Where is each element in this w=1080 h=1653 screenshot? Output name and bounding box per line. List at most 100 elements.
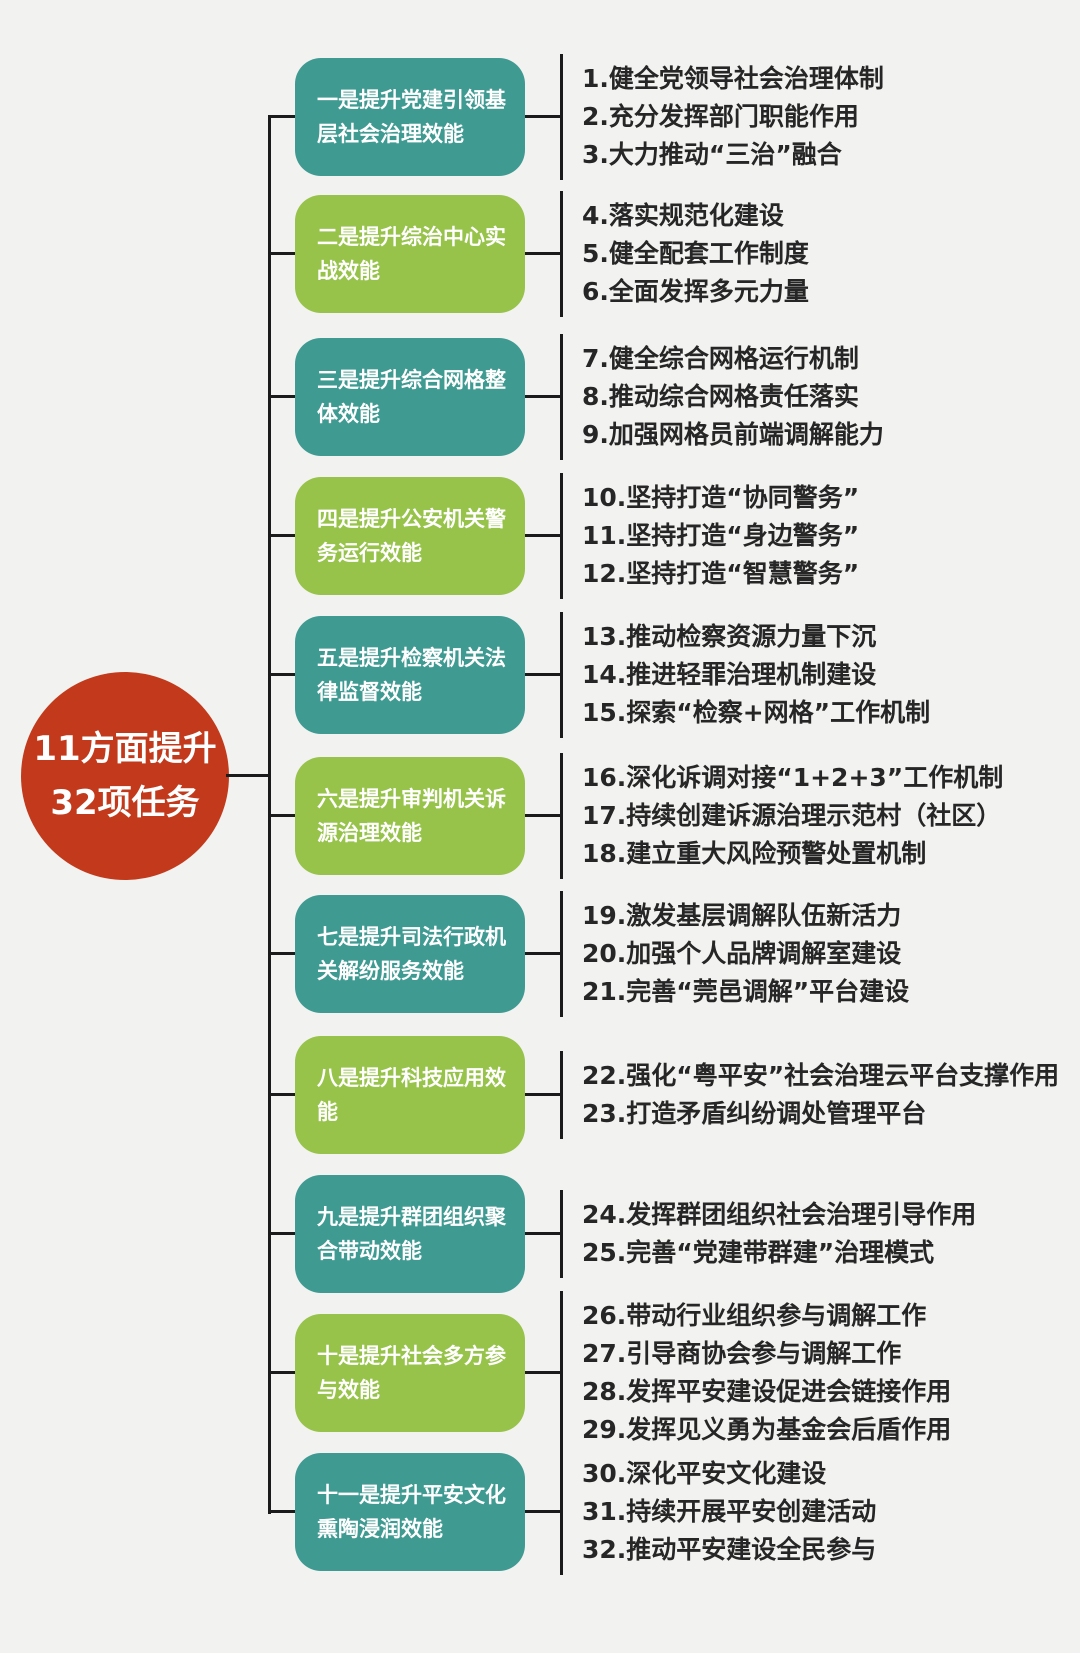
node-to-tasks-line bbox=[525, 534, 560, 537]
task-item: 3.大力推动“三治”融合 bbox=[582, 140, 842, 169]
root-label-line1: 11方面提升 bbox=[33, 728, 217, 769]
node-to-tasks-line bbox=[525, 952, 560, 955]
node-to-tasks-line bbox=[525, 673, 560, 676]
node-to-tasks-line bbox=[525, 1510, 560, 1513]
task-item: 5.健全配套工作制度 bbox=[582, 239, 809, 268]
branch-connector-line bbox=[268, 1232, 297, 1235]
task-list: 19.激发基层调解队伍新活力 20.加强个人品牌调解室建设 21.完善“莞邑调解… bbox=[582, 897, 909, 1011]
tasks-bracket-line bbox=[560, 891, 563, 1017]
branch-connector-line bbox=[268, 252, 297, 255]
task-list: 22.强化“粤平安”社会治理云平台支撑作用 23.打造矛盾纠纷调处管理平台 bbox=[582, 1057, 1059, 1133]
branch-connector-line bbox=[268, 673, 297, 676]
task-list: 4.落实规范化建设 5.健全配套工作制度 6.全面发挥多元力量 bbox=[582, 197, 809, 311]
branch-label: 八是提升科技应用效能 bbox=[317, 1065, 506, 1124]
tasks-bracket-line bbox=[560, 334, 563, 460]
task-item: 18.建立重大风险预警处置机制 bbox=[582, 839, 927, 868]
branch-node: 七是提升司法行政机关解纷服务效能 bbox=[295, 895, 525, 1013]
node-to-tasks-line bbox=[525, 115, 560, 118]
branch-connector-line bbox=[268, 115, 297, 118]
node-to-tasks-line bbox=[525, 252, 560, 255]
branch-label: 二是提升综治中心实战效能 bbox=[317, 224, 506, 283]
branch-connector-line bbox=[268, 952, 297, 955]
tasks-bracket-line bbox=[560, 1190, 563, 1278]
branch-connector-line bbox=[268, 814, 297, 817]
task-item: 30.深化平安文化建设 bbox=[582, 1459, 827, 1488]
task-item: 29.发挥见义勇为基金会后盾作用 bbox=[582, 1415, 952, 1444]
task-item: 15.探索“检察+网格”工作机制 bbox=[582, 698, 931, 727]
branch-label: 一是提升党建引领基层社会治理效能 bbox=[317, 87, 506, 146]
branch-label: 十一是提升平安文化熏陶浸润效能 bbox=[317, 1482, 506, 1541]
task-item: 26.带动行业组织参与调解工作 bbox=[582, 1301, 927, 1330]
tasks-bracket-line bbox=[560, 473, 563, 599]
branch-connector-line bbox=[268, 1371, 297, 1374]
task-list: 24.发挥群团组织社会治理引导作用 25.完善“党建带群建”治理模式 bbox=[582, 1196, 976, 1272]
node-to-tasks-line bbox=[525, 1093, 560, 1096]
task-item: 6.全面发挥多元力量 bbox=[582, 277, 809, 306]
branch-label: 十是提升社会多方参与效能 bbox=[317, 1343, 506, 1402]
task-item: 4.落实规范化建设 bbox=[582, 201, 784, 230]
branch-node: 九是提升群团组织聚合带动效能 bbox=[295, 1175, 525, 1293]
branch-connector-line bbox=[268, 1093, 297, 1096]
branch-connector-line bbox=[268, 395, 297, 398]
task-item: 23.打造矛盾纠纷调处管理平台 bbox=[582, 1099, 927, 1128]
branch-node: 十是提升社会多方参与效能 bbox=[295, 1314, 525, 1432]
branch-label: 六是提升审判机关诉源治理效能 bbox=[317, 786, 506, 845]
branch-node: 一是提升党建引领基层社会治理效能 bbox=[295, 58, 525, 176]
root-node: 11方面提升 32项任务 bbox=[21, 672, 229, 880]
task-item: 7.健全综合网格运行机制 bbox=[582, 344, 859, 373]
task-item: 27.引导商协会参与调解工作 bbox=[582, 1339, 902, 1368]
branch-node: 十一是提升平安文化熏陶浸润效能 bbox=[295, 1453, 525, 1571]
tasks-bracket-line bbox=[560, 1051, 563, 1139]
task-list: 1.健全党领导社会治理体制 2.充分发挥部门职能作用 3.大力推动“三治”融合 bbox=[582, 60, 884, 174]
task-list: 26.带动行业组织参与调解工作 27.引导商协会参与调解工作 28.发挥平安建设… bbox=[582, 1297, 951, 1449]
root-connector-line bbox=[226, 774, 270, 777]
task-item: 8.推动综合网格责任落实 bbox=[582, 382, 859, 411]
tasks-bracket-line bbox=[560, 54, 563, 180]
task-item: 11.坚持打造“身边警务” bbox=[582, 521, 860, 550]
task-item: 21.完善“莞邑调解”平台建设 bbox=[582, 977, 910, 1006]
tasks-bracket-line bbox=[560, 1449, 563, 1575]
branch-label: 四是提升公安机关警务运行效能 bbox=[317, 506, 506, 565]
tasks-bracket-line bbox=[560, 753, 563, 879]
task-item: 17.持续创建诉源治理示范村（社区） bbox=[582, 801, 1002, 830]
branch-label: 五是提升检察机关法律监督效能 bbox=[317, 645, 506, 704]
task-item: 16.深化诉调对接“1+2+3”工作机制 bbox=[582, 763, 1004, 792]
branch-node: 三是提升综合网格整体效能 bbox=[295, 338, 525, 456]
tasks-bracket-line bbox=[560, 612, 563, 738]
task-item: 25.完善“党建带群建”治理模式 bbox=[582, 1238, 935, 1267]
task-item: 1.健全党领导社会治理体制 bbox=[582, 64, 884, 93]
task-item: 13.推动检察资源力量下沉 bbox=[582, 622, 877, 651]
tasks-bracket-line bbox=[560, 191, 563, 317]
task-item: 24.发挥群团组织社会治理引导作用 bbox=[582, 1200, 977, 1229]
node-to-tasks-line bbox=[525, 814, 560, 817]
task-list: 7.健全综合网格运行机制 8.推动综合网格责任落实 9.加强网格员前端调解能力 bbox=[582, 340, 884, 454]
root-label-line2: 32项任务 bbox=[50, 783, 200, 823]
node-to-tasks-line bbox=[525, 1232, 560, 1235]
task-item: 2.充分发挥部门职能作用 bbox=[582, 102, 859, 131]
task-item: 28.发挥平安建设促进会链接作用 bbox=[582, 1377, 952, 1406]
task-list: 13.推动检察资源力量下沉 14.推进轻罪治理机制建设 15.探索“检察+网格”… bbox=[582, 618, 930, 732]
task-item: 19.激发基层调解队伍新活力 bbox=[582, 901, 902, 930]
branch-label: 三是提升综合网格整体效能 bbox=[317, 367, 506, 426]
branch-node: 五是提升检察机关法律监督效能 bbox=[295, 616, 525, 734]
tasks-bracket-line bbox=[560, 1291, 563, 1455]
task-item: 32.推动平安建设全民参与 bbox=[582, 1535, 877, 1564]
branch-label: 九是提升群团组织聚合带动效能 bbox=[317, 1204, 506, 1263]
task-list: 10.坚持打造“协同警务” 11.坚持打造“身边警务” 12.坚持打造“智慧警务… bbox=[582, 479, 859, 593]
task-item: 9.加强网格员前端调解能力 bbox=[582, 420, 884, 449]
node-to-tasks-line bbox=[525, 395, 560, 398]
branch-node: 二是提升综治中心实战效能 bbox=[295, 195, 525, 313]
task-item: 12.坚持打造“智慧警务” bbox=[582, 559, 860, 588]
branch-label: 七是提升司法行政机关解纷服务效能 bbox=[317, 924, 506, 983]
task-list: 30.深化平安文化建设 31.持续开展平安创建活动 32.推动平安建设全民参与 bbox=[582, 1455, 876, 1569]
task-item: 10.坚持打造“协同警务” bbox=[582, 483, 860, 512]
node-to-tasks-line bbox=[525, 1371, 560, 1374]
task-item: 14.推进轻罪治理机制建设 bbox=[582, 660, 877, 689]
branch-connector-line bbox=[268, 1510, 297, 1513]
branch-node: 四是提升公安机关警务运行效能 bbox=[295, 477, 525, 595]
task-item: 20.加强个人品牌调解室建设 bbox=[582, 939, 902, 968]
branch-connector-line bbox=[268, 534, 297, 537]
branch-node: 六是提升审判机关诉源治理效能 bbox=[295, 757, 525, 875]
task-item: 31.持续开展平安创建活动 bbox=[582, 1497, 877, 1526]
